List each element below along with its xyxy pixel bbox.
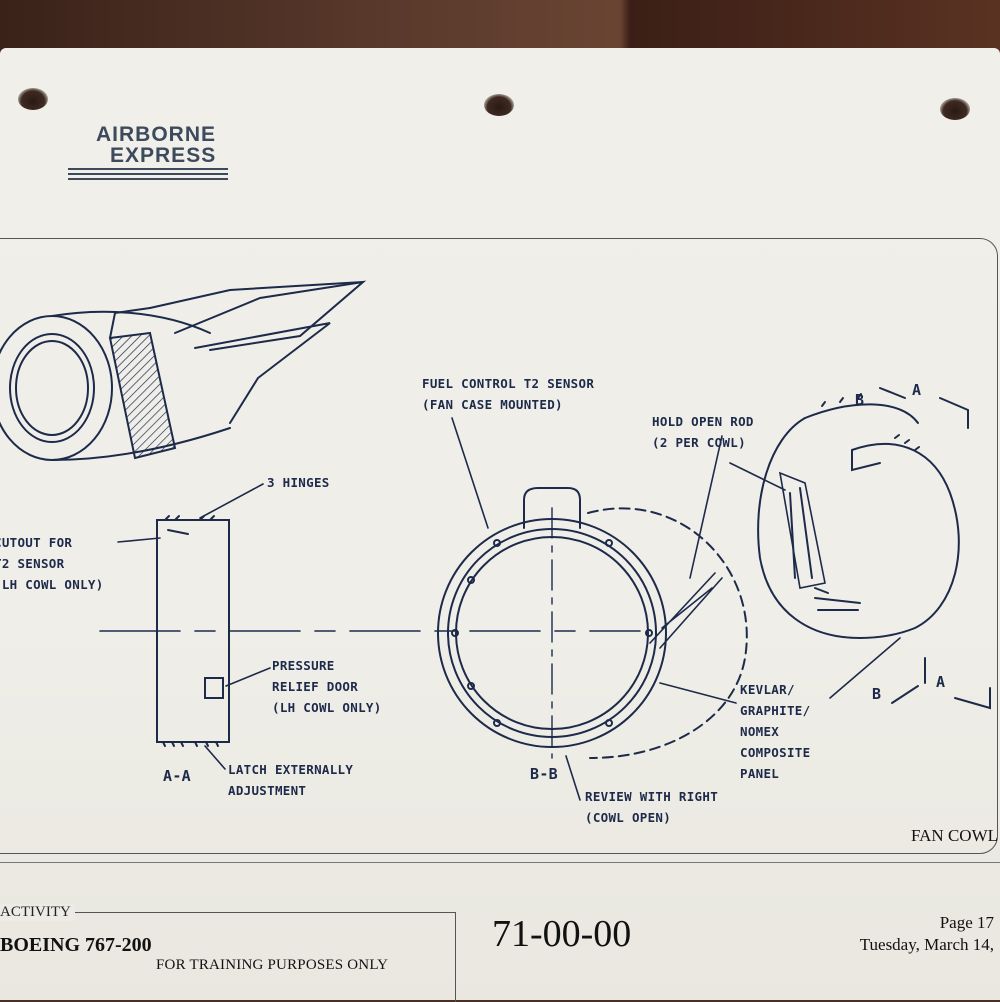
logo-line-1: AIRBORNE (96, 123, 217, 146)
manual-page (0, 48, 1000, 1000)
fan-case-section-bb (437, 487, 748, 759)
footer-chapter-number: 71-00-00 (492, 913, 632, 955)
label-fuel-control-t2-sensor: FUEL CONTROL T2 SENSOR (FAN CASE MOUNTED… (422, 376, 595, 412)
figure-title: FAN COWL (910, 826, 998, 845)
footer-training-note: FOR TRAINING PURPOSES ONLY (156, 957, 389, 973)
marker-a-top: A (912, 381, 922, 399)
marker-a-bottom: A (936, 673, 946, 691)
footer-activity-label: ACTIVITY (0, 904, 75, 921)
label-three-hinges: 3 HINGES (267, 475, 330, 490)
footer-page-info: Page 17 Tuesday, March 14, (860, 912, 994, 956)
label-section-aa: A-A (163, 767, 191, 785)
label-section-bb: B-B (530, 765, 558, 783)
binder-hole-center (484, 94, 514, 116)
marker-b-top: B (855, 391, 865, 409)
logo-line-2: EXPRESS (110, 144, 217, 167)
binder-hole-right (940, 98, 970, 120)
label-hold-open-rod: HOLD OPEN ROD (2 PER COWL) (652, 414, 754, 450)
label-pressure-relief-door: PRESSURE RELIEF DOOR (LH COWL ONLY) (272, 658, 382, 715)
logo-stripes (68, 168, 228, 184)
company-logo: AIRBORNE EXPRESS (68, 124, 238, 186)
footer-aircraft-model: BOEING 767-200 (0, 934, 152, 956)
right-cowl-perspective (757, 387, 991, 710)
leader-lines (117, 417, 901, 801)
footer-divider (0, 862, 1000, 863)
footer-page-number: Page 17 (939, 913, 994, 932)
binder-hole-left (18, 88, 48, 110)
label-composite-panel: KEVLAR/ GRAPHITE/ NOMEX COMPOSITE PANEL (740, 682, 811, 781)
label-latch-adjustment: LATCH EXTERNALLY ADJUSTMENT (228, 762, 354, 798)
engine-nacelle-drawing (0, 280, 367, 461)
footer-activity-box (0, 912, 456, 1002)
footer-date: Tuesday, March 14, (859, 935, 994, 954)
marker-b-bottom: B (872, 685, 882, 703)
label-t2-sensor-cutout: CUTOUT FOR T2 SENSOR (LH COWL ONLY) (0, 535, 104, 592)
fan-cowl-diagram (0, 280, 991, 801)
figure-frame (0, 238, 998, 854)
label-review-right-cowl: REVIEW WITH RIGHT (COWL OPEN) (585, 789, 719, 825)
